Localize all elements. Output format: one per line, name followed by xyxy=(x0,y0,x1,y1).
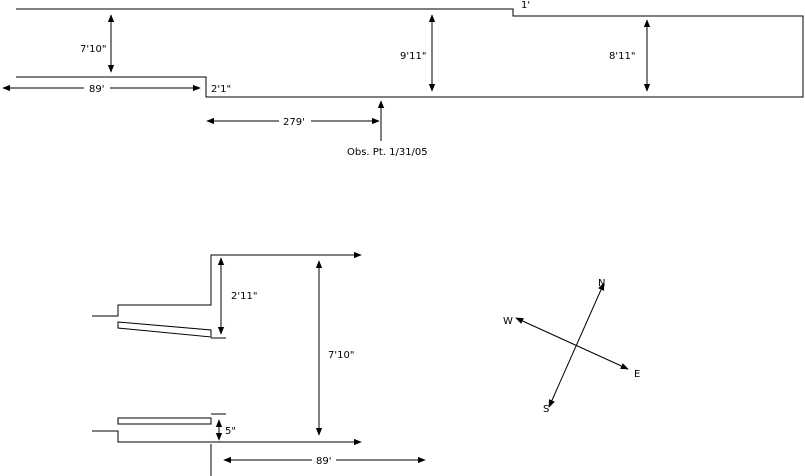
label-9-11: 9'11" xyxy=(400,51,426,62)
label-2-11: 2'11" xyxy=(231,291,257,302)
compass-west: W xyxy=(503,316,513,327)
label-7-10-bottom: 7'10" xyxy=(328,350,354,361)
label-89: 89' xyxy=(89,84,104,95)
bottom-section-view: 2'11" 7'10" 5" 89' xyxy=(92,251,426,476)
compass-north: N xyxy=(598,278,605,289)
label-89-bottom: 89' xyxy=(316,456,331,467)
lower-slab xyxy=(117,417,212,425)
sloped-slab xyxy=(117,321,212,338)
top-plan-view: 1' 7'10" 9'11" 8'11" 89' 2'1" 279' Obs. … xyxy=(2,0,804,158)
lower-profile xyxy=(92,430,358,443)
label-5in: 5" xyxy=(225,426,236,437)
label-1ft: 1' xyxy=(521,0,530,11)
compass-we-axis xyxy=(515,317,629,370)
obs-point-label: Obs. Pt. 1/31/05 xyxy=(347,147,428,158)
label-7-10: 7'10" xyxy=(80,44,106,55)
label-2-1: 2'1" xyxy=(211,84,231,95)
compass-rose: N S E W xyxy=(503,278,640,415)
upper-profile xyxy=(92,254,358,317)
compass-east: E xyxy=(634,369,640,380)
label-8-11: 8'11" xyxy=(609,51,635,62)
compass-south: S xyxy=(543,404,549,415)
top-outline xyxy=(16,8,804,98)
label-279: 279' xyxy=(283,117,305,128)
